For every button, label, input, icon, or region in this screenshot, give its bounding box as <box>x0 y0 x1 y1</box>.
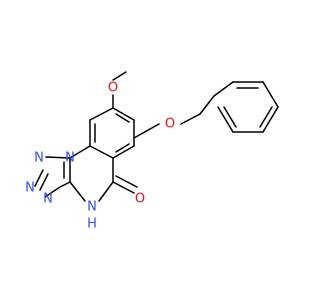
benzene-double-1 <box>115 113 130 123</box>
carbonyl-bond-1 <box>112 181 135 194</box>
benzyloxy-oxygen-label: O <box>165 117 175 132</box>
benzene-double-2 <box>115 143 130 153</box>
benzene-bond-1 <box>112 107 135 121</box>
bond-ring-o <box>133 123 160 139</box>
methoxy-oxygen-label: O <box>108 81 118 96</box>
phenyl-double-2 <box>259 106 273 128</box>
phenyl-bond-1 <box>213 81 234 97</box>
tetrazole-bond-2 <box>34 169 44 187</box>
phenyl-double-3 <box>223 106 237 128</box>
tetrazole-bond-3 <box>44 186 61 198</box>
bond-methyl-o <box>112 71 127 81</box>
tetrazole-bond-4 <box>59 181 71 188</box>
quin-bond-3 <box>69 181 86 202</box>
benzene-bond-4 <box>89 145 114 159</box>
carbonyl-bond-2 <box>115 175 138 188</box>
tetrazole-nitrogen-1-label: N <box>34 151 44 166</box>
bond-o-ch2 <box>180 113 201 125</box>
phenyl-bond-3 <box>262 81 279 108</box>
amide-nitrogen-label: N <box>87 200 97 215</box>
carbonyl-oxygen-label: O <box>135 192 145 207</box>
benzene-bond-3 <box>112 145 135 159</box>
molecule-canvas: O O O N N N N N H <box>25 71 279 232</box>
molecule-structure: O O O N N N N N H <box>25 71 279 232</box>
tetrazole-nitrogen-2-label: N <box>25 181 35 196</box>
phenyl-bond-6 <box>217 106 234 133</box>
tetrazole-double-1 <box>39 173 49 191</box>
phenyl-bond-4 <box>262 106 279 133</box>
ring-nitrogen-label: N <box>65 151 75 166</box>
benzene-bond-6 <box>89 107 114 121</box>
quin-bond-4 <box>98 181 114 202</box>
tetrazole-nitrogen-3-label: N <box>43 192 53 207</box>
tetrazole-bond-1 <box>45 156 71 159</box>
amide-hydrogen-label: H <box>87 217 97 232</box>
bond-ch2-phenyl <box>199 95 215 115</box>
quin-bond-1 <box>69 145 91 159</box>
